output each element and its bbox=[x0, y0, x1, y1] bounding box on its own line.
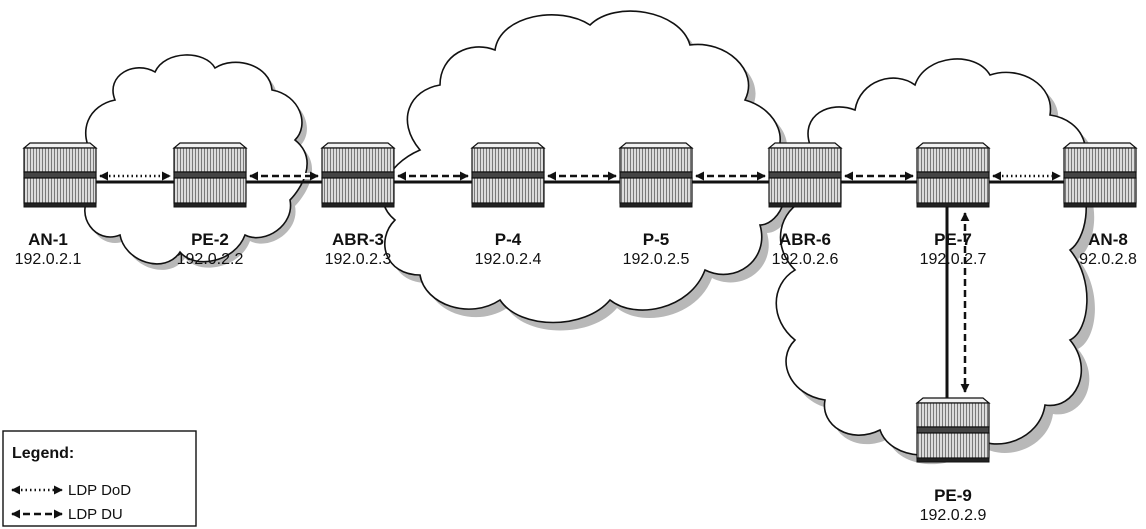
router-icon bbox=[23, 202, 97, 208]
legend-title: Legend: bbox=[12, 445, 74, 462]
area-cloud-right bbox=[775, 58, 1088, 456]
router-icon bbox=[619, 177, 693, 204]
router-icon bbox=[768, 202, 842, 208]
router-icon bbox=[916, 177, 990, 204]
router-pe7[interactable]: PE-7 192.0.2.7 bbox=[915, 142, 991, 268]
router-p4[interactable]: P-4 192.0.2.4 bbox=[470, 142, 546, 268]
router-name-label: AN-1 bbox=[28, 230, 68, 249]
router-icon bbox=[23, 171, 97, 179]
router-icon bbox=[320, 142, 396, 149]
router-icon bbox=[173, 177, 247, 204]
router-ip-label: 192.0.2.5 bbox=[623, 251, 690, 268]
router-icon bbox=[619, 147, 693, 173]
router-icon bbox=[916, 202, 990, 208]
router-icon bbox=[619, 202, 693, 208]
router-icon bbox=[321, 147, 395, 173]
router-abr3[interactable]: ABR-3 192.0.2.3 bbox=[320, 142, 396, 268]
router-icon bbox=[915, 397, 991, 404]
router-icon bbox=[23, 147, 97, 173]
router-icon bbox=[916, 147, 990, 173]
legend-du-label: LDP DU bbox=[68, 506, 123, 523]
router-icon bbox=[173, 202, 247, 208]
router-icon bbox=[1063, 202, 1137, 208]
router-icon bbox=[321, 202, 395, 208]
router-icon bbox=[916, 171, 990, 179]
router-name-label: AN-8 bbox=[1088, 230, 1128, 249]
router-icon bbox=[471, 202, 545, 208]
router-icon bbox=[23, 177, 97, 204]
router-icon bbox=[1062, 142, 1138, 149]
router-icon bbox=[767, 142, 843, 149]
router-name-label: PE-7 bbox=[934, 230, 972, 249]
router-an1[interactable]: AN-1 192.0.2.1 bbox=[15, 142, 98, 268]
router-icon bbox=[768, 171, 842, 179]
router-an8[interactable]: AN-8 92.0.2.8 bbox=[1062, 142, 1138, 268]
router-name-label: ABR-6 bbox=[779, 230, 831, 249]
router-ip-label: 92.0.2.8 bbox=[1079, 251, 1137, 268]
router-icon bbox=[471, 147, 545, 173]
router-icon bbox=[471, 171, 545, 179]
router-abr6[interactable]: ABR-6 192.0.2.6 bbox=[767, 142, 843, 268]
router-icon bbox=[22, 142, 98, 149]
router-icon bbox=[471, 177, 545, 204]
router-p5[interactable]: P-5 192.0.2.5 bbox=[618, 142, 694, 268]
router-name-label: ABR-3 bbox=[332, 230, 384, 249]
router-icon bbox=[768, 147, 842, 173]
router-name-label: P-4 bbox=[495, 230, 522, 249]
router-ip-label: 192.0.2.3 bbox=[325, 251, 392, 268]
router-icon bbox=[321, 171, 395, 179]
legend-dod-label: LDP DoD bbox=[68, 482, 131, 499]
router-ip-label: 192.0.2.7 bbox=[920, 251, 987, 268]
routers: AN-1 192.0.2.1 PE-2 192.0.2.2 ABR-3 192.0.2.3… bbox=[15, 142, 1138, 524]
router-pe2[interactable]: PE-2 192.0.2.2 bbox=[172, 142, 248, 268]
router-icon bbox=[916, 426, 990, 434]
router-ip-label: 192.0.2.4 bbox=[475, 251, 542, 268]
router-icon bbox=[916, 432, 990, 459]
router-icon bbox=[173, 171, 247, 179]
router-icon bbox=[173, 147, 247, 173]
router-icon bbox=[619, 171, 693, 179]
router-icon bbox=[618, 142, 694, 149]
router-icon bbox=[915, 142, 991, 149]
ldp-signaling-arrows bbox=[99, 171, 1061, 393]
router-icon bbox=[1063, 171, 1137, 179]
router-icon bbox=[916, 457, 990, 463]
router-icon bbox=[321, 177, 395, 204]
router-icon bbox=[172, 142, 248, 149]
router-icon bbox=[916, 402, 990, 428]
router-name-label: PE-2 bbox=[191, 230, 229, 249]
router-ip-label: 192.0.2.1 bbox=[15, 251, 82, 268]
router-name-label: P-5 bbox=[643, 230, 669, 249]
router-icon bbox=[1063, 147, 1137, 173]
router-icon bbox=[1063, 177, 1137, 204]
legend: Legend: LDP DoD LDP DU bbox=[2, 430, 197, 527]
router-name-label: PE-9 bbox=[934, 486, 972, 505]
router-ip-label: 192.0.2.2 bbox=[177, 251, 244, 268]
router-icon bbox=[768, 177, 842, 204]
router-ip-label: 192.0.2.9 bbox=[920, 507, 987, 524]
router-pe9[interactable]: PE-9 192.0.2.9 bbox=[915, 397, 991, 524]
router-icon bbox=[470, 142, 546, 149]
router-ip-label: 192.0.2.6 bbox=[772, 251, 839, 268]
